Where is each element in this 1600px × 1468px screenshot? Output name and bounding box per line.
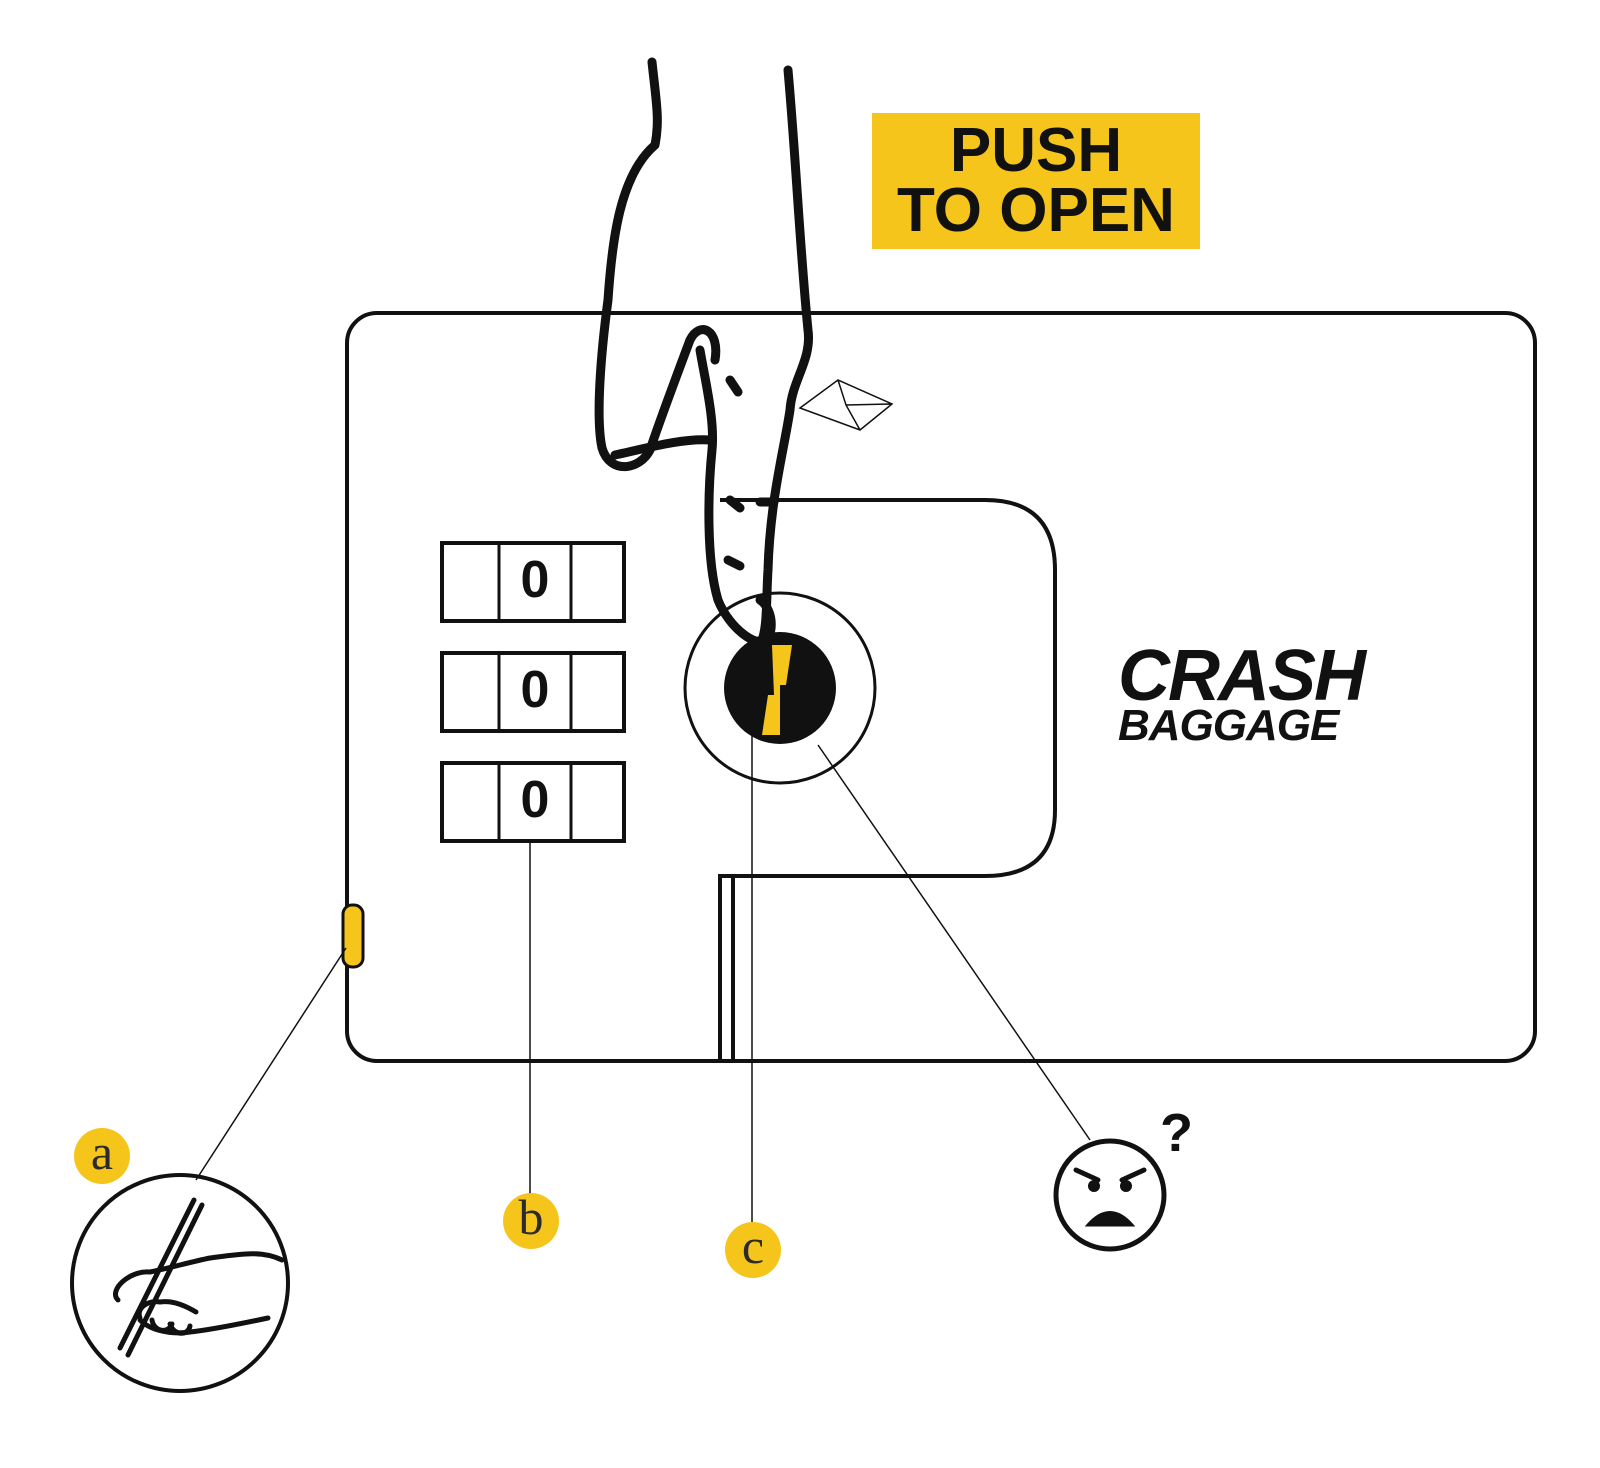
combination-lock	[440, 541, 626, 843]
inner-panel	[718, 498, 1057, 1059]
leader-a	[195, 947, 347, 1181]
callout-badge-b: b	[503, 1192, 559, 1249]
push-to-open-label: PUSH TO OPEN	[872, 113, 1200, 249]
angry-face-icon	[1053, 1138, 1167, 1252]
dial-3-frame	[440, 761, 626, 843]
lightning-bolt	[762, 645, 792, 735]
callout-badge-c: c	[725, 1221, 781, 1278]
leader-d	[817, 744, 1091, 1141]
brand-logo: CRASH BAGGAGE	[1118, 636, 1366, 750]
brand-line2: BAGGAGE	[1118, 701, 1339, 750]
angry-face-features	[1073, 1167, 1147, 1227]
dial-2-frame	[440, 651, 626, 733]
dial-1-frame	[440, 541, 626, 623]
push-label-line2: TO OPEN	[897, 176, 1175, 245]
writing-hand-icon	[113, 1197, 285, 1358]
brand-line1: CRASH	[1118, 636, 1366, 716]
lock-button-ring	[683, 591, 877, 785]
dial-2-digit: 0	[520, 661, 550, 719]
side-tag	[341, 903, 365, 969]
folded-tag	[798, 379, 894, 431]
pointing-hand-icon	[594, 57, 814, 650]
dial-3-digit: 0	[520, 771, 550, 829]
writing-hand-circle	[70, 1173, 290, 1393]
suitcase-body	[345, 311, 1537, 1063]
callout-badge-a: a	[74, 1127, 130, 1184]
dial-1-digit: 0	[520, 551, 550, 609]
push-label-line1: PUSH	[949, 116, 1123, 185]
question-mark: ?	[1160, 1103, 1193, 1163]
